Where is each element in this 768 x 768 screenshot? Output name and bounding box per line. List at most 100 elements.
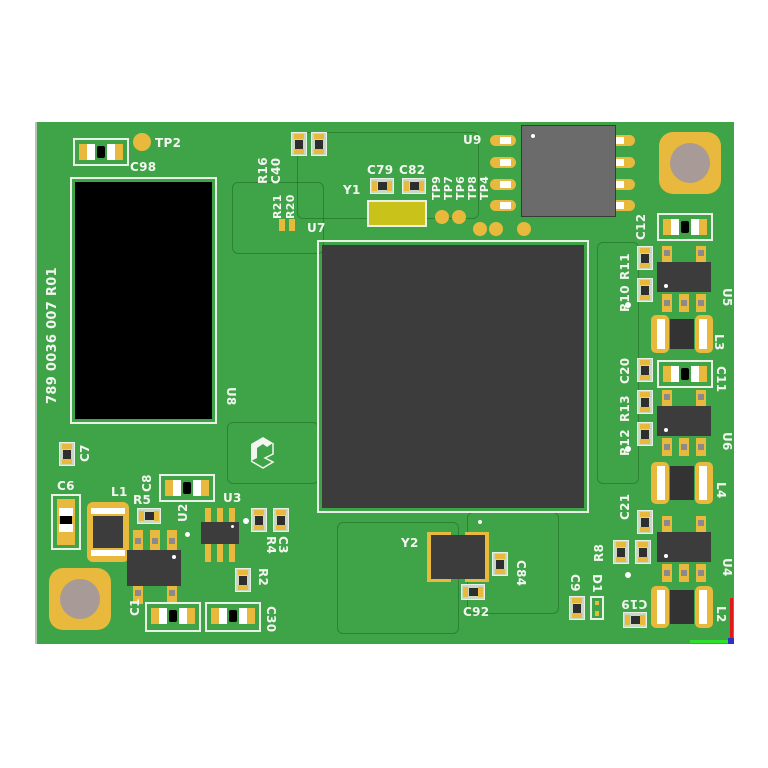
u8-outline: [70, 177, 217, 424]
pin: [490, 179, 516, 190]
crystal-y1: [367, 200, 427, 227]
label-u7: U7: [307, 221, 326, 235]
pin: [490, 135, 516, 146]
pin1-marker: [625, 572, 631, 578]
logo-icon: [245, 434, 285, 472]
resistor-r12: [637, 422, 653, 446]
label-c1: C1: [128, 598, 142, 616]
inductor-l3: [651, 315, 713, 353]
pin1-marker: [185, 532, 190, 537]
capacitor-c82: [402, 178, 426, 194]
label-tp2: TP2: [155, 136, 182, 150]
capacitor-c20: [637, 358, 653, 382]
pad-r20: [289, 219, 295, 231]
resistor-r10: [637, 278, 653, 302]
label-c8: C8: [140, 474, 154, 492]
label-r5: R5: [133, 493, 152, 507]
capacitor-c8: [159, 474, 215, 502]
label-r16: R16: [256, 157, 270, 184]
label-u6: U6: [720, 432, 734, 451]
mounting-hole-bottom-left: [49, 568, 111, 630]
label-tp4: TP4: [478, 175, 491, 200]
pin: [490, 157, 516, 168]
regulator-u4: [657, 516, 717, 582]
resistor-r8: [613, 540, 629, 564]
label-r20: R20: [284, 194, 297, 219]
label-r21: R21: [271, 194, 284, 219]
regulator-u2: [127, 530, 189, 606]
label-c6: C6: [57, 479, 75, 493]
resistor-r11: [637, 246, 653, 270]
axis-x-indicator: [690, 640, 732, 643]
pin1-marker: [625, 446, 631, 452]
label-l4: L4: [714, 482, 728, 499]
test-point-tp8: [489, 222, 503, 236]
capacitor-c6: [51, 494, 81, 550]
capacitor-c30: [205, 602, 261, 632]
capacitor-c21: [637, 510, 653, 534]
capacitor-c84: [492, 552, 508, 576]
resistor-r2: [235, 568, 251, 592]
capacitor-c7: [59, 442, 75, 466]
label-c9: C9: [568, 574, 582, 592]
regulator-u5: [657, 246, 717, 312]
capacitor-c11: [657, 360, 713, 388]
resistor-r13: [637, 390, 653, 414]
label-d1: D1: [590, 574, 604, 593]
label-c20: C20: [618, 357, 632, 384]
capacitor-c3: [273, 508, 289, 532]
resistor-r4: [251, 508, 267, 532]
label-u3: U3: [223, 491, 242, 505]
capacitor-c92: [461, 584, 485, 600]
u7-outline: [317, 240, 589, 513]
pin1-marker: [531, 134, 535, 138]
label-c19: C19: [621, 597, 648, 611]
label-c92: C92: [463, 605, 490, 619]
label-l3: L3: [712, 334, 726, 351]
label-u2: U2: [176, 503, 190, 522]
label-u5: U5: [720, 288, 734, 307]
test-point-tp7: [452, 210, 466, 224]
test-point-tp6: [473, 222, 487, 236]
label-u9: U9: [463, 133, 482, 147]
chip-u3: [201, 508, 239, 562]
label-c3: C3: [276, 536, 290, 554]
label-y2: Y2: [401, 536, 419, 550]
pin: [490, 200, 516, 211]
pad-r21: [279, 219, 285, 231]
axis-y-indicator: [730, 598, 733, 642]
resistor-r16: [291, 132, 307, 156]
label-r2: R2: [256, 568, 270, 587]
pin: [609, 179, 635, 190]
label-u8: U8: [224, 387, 238, 406]
mounting-hole-top-right: [659, 132, 721, 194]
crystal-y2: [427, 532, 489, 582]
capacitor-c9: [569, 596, 585, 620]
diode-d1: [590, 596, 604, 620]
label-y1: Y1: [343, 183, 361, 197]
trace: [232, 182, 324, 254]
capacitor-c40: [311, 132, 327, 156]
label-l1: L1: [111, 485, 128, 499]
capacitor-c79: [370, 178, 394, 194]
label-r8: R8: [592, 543, 606, 562]
label-c84: C84: [514, 560, 528, 587]
capacitor-c19: [623, 612, 647, 628]
label-u4: U4: [720, 558, 734, 577]
label-c30: C30: [264, 606, 278, 633]
label-l2: L2: [714, 606, 728, 623]
capacitor-c98: [73, 138, 129, 166]
inductor-l2: [651, 586, 713, 628]
axis-origin-indicator: [728, 638, 734, 644]
label-c12: C12: [634, 213, 648, 240]
pin1-marker: [243, 518, 249, 524]
chip-u7: [322, 245, 584, 508]
label-c7: C7: [78, 444, 92, 462]
label-c40: C40: [269, 157, 283, 184]
test-point-tp4: [517, 222, 531, 236]
label-c21: C21: [618, 493, 632, 520]
chip-u9: [521, 125, 616, 217]
pin: [609, 200, 635, 211]
inductor-l1: [87, 502, 129, 562]
inductor-l4: [651, 462, 713, 504]
